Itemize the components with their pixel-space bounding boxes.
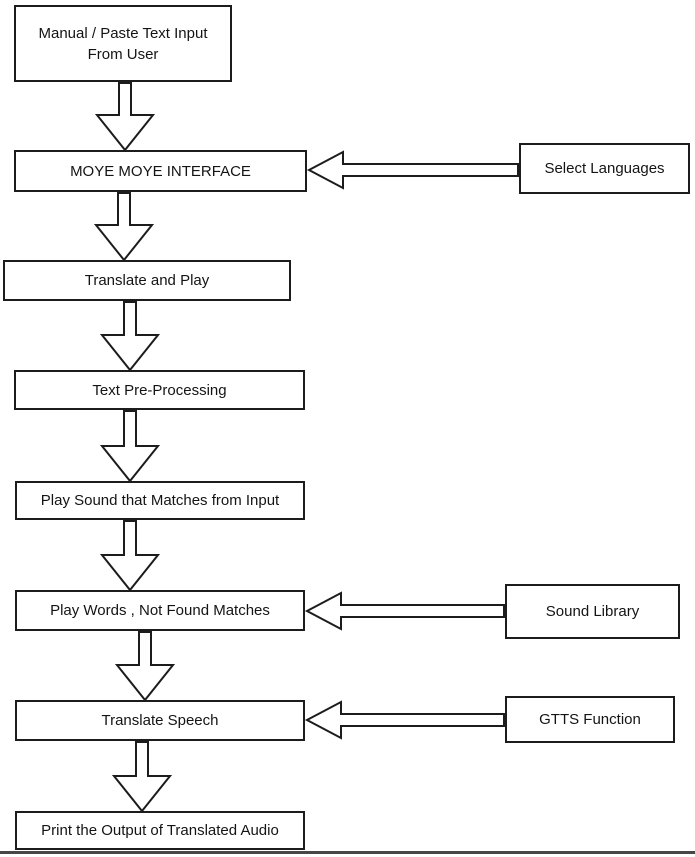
node-play-sound-matches: Play Sound that Matches from Input xyxy=(15,481,305,520)
node-sound-library: Sound Library xyxy=(505,584,680,639)
node-translate-speech: Translate Speech xyxy=(15,700,305,741)
arrow-preprocess-to-play-sound-icon xyxy=(99,410,161,483)
node-text-pre-processing: Text Pre-Processing xyxy=(14,370,305,410)
arrow-sound-library-to-play-words-icon xyxy=(304,591,505,631)
arrow-translate-speech-to-print-icon xyxy=(111,741,173,813)
arrow-translate-play-to-preprocess-icon xyxy=(99,301,161,372)
arrow-play-words-to-translate-speech-icon xyxy=(114,631,176,702)
bottom-divider xyxy=(0,851,695,854)
arrow-select-languages-to-interface-icon xyxy=(306,150,519,190)
node-moye-moye-interface: MOYE MOYE INTERFACE xyxy=(14,150,307,192)
node-manual-paste-text-input: Manual / Paste Text Input From User xyxy=(14,5,232,82)
node-gtts-function: GTTS Function xyxy=(505,696,675,743)
arrow-play-sound-to-play-words-icon xyxy=(99,520,161,592)
node-print-output: Print the Output of Translated Audio xyxy=(15,811,305,850)
node-translate-and-play: Translate and Play xyxy=(3,260,291,301)
arrow-gtts-to-translate-speech-icon xyxy=(304,700,505,740)
node-play-words-not-found: Play Words , Not Found Matches xyxy=(15,590,305,631)
node-select-languages: Select Languages xyxy=(519,143,690,194)
arrow-interface-to-translate-play-icon xyxy=(93,192,155,262)
arrow-input-to-interface-icon xyxy=(94,82,156,152)
